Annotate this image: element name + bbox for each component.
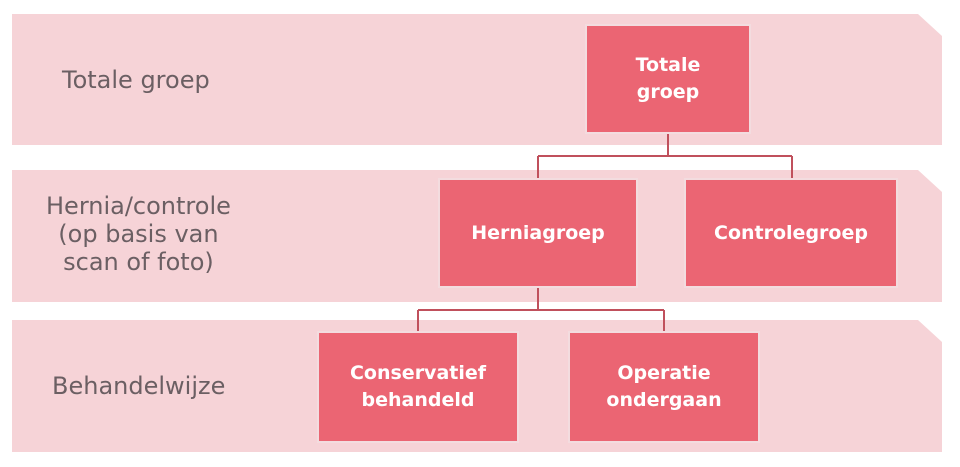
node-totale-groep: Totale groep — [585, 24, 751, 134]
row-label-line: (op basis van — [58, 220, 219, 248]
row-label-behandelwijze: Behandelwijze — [52, 372, 225, 400]
node-text-line: Totale — [635, 54, 701, 76]
node-controlegroep: Controlegroep — [684, 178, 898, 288]
node-herniagroep: Herniagroep — [438, 178, 638, 288]
node-text-line: behandeld — [361, 389, 475, 411]
row-label-line: scan of foto) — [63, 248, 214, 276]
row-label-hernia-controle: Hernia/controle (op basis van scan of fo… — [46, 192, 231, 276]
node-text-line: groep — [636, 81, 700, 103]
node-text-line: Controlegroep — [714, 221, 868, 244]
node-text-line: Operatie — [617, 362, 711, 384]
row-label-totale-groep: Totale groep — [62, 66, 210, 94]
row-label-line: Totale groep — [62, 66, 210, 94]
node-conservatief-behandeld: Conservatief behandeld — [317, 331, 519, 443]
node-text-line: ondergaan — [606, 389, 722, 411]
node-operatie-ondergaan: Operatie ondergaan — [568, 331, 760, 443]
node-text-line: Conservatief — [349, 362, 487, 384]
node-text-line: Herniagroep — [471, 221, 605, 244]
row-label-line: Behandelwijze — [52, 372, 226, 400]
row-label-line: Hernia/controle — [46, 192, 231, 220]
